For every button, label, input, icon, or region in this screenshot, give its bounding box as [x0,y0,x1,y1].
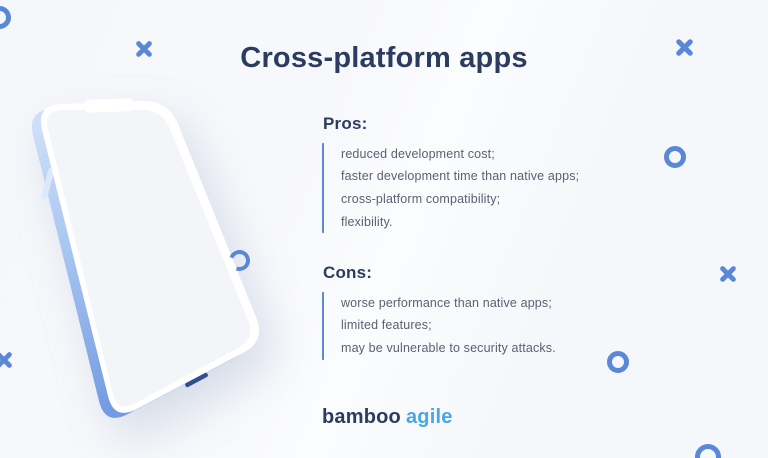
list-item: flexibility. [341,214,393,229]
phone-side-button [41,167,55,200]
page-title: Cross-platform apps [240,42,528,74]
x-icon [719,265,737,283]
cons-section: Cons: worse performance than native apps… [322,263,556,360]
list-item: reduced development cost; [341,146,495,161]
list-item: may be vulnerable to security attacks. [341,340,556,355]
ring-icon [607,351,629,373]
x-icon [135,40,153,58]
ring-icon [0,6,11,29]
phone-notch [84,98,135,113]
ring-icon [225,246,254,275]
ring-icon [664,146,686,168]
brand-logo-first-word: bamboo [322,406,401,428]
pros-list: reduced development cost; faster develop… [322,143,580,234]
x-icon [0,351,13,369]
list-item: worse performance than native apps; [341,295,552,310]
cons-list: worse performance than native apps; limi… [322,292,556,360]
brand-logo-second-word: agile [405,406,453,428]
list-item: faster development time than native apps… [341,169,580,184]
pros-heading: Pros: [323,114,368,133]
list-item: limited features; [341,318,432,333]
pros-section: Pros: reduced development cost; faster d… [322,114,580,234]
x-icon [675,38,694,57]
cons-heading: Cons: [323,263,373,282]
list-item: cross-platform compatibility; [341,191,501,206]
ring-icon [695,444,721,458]
